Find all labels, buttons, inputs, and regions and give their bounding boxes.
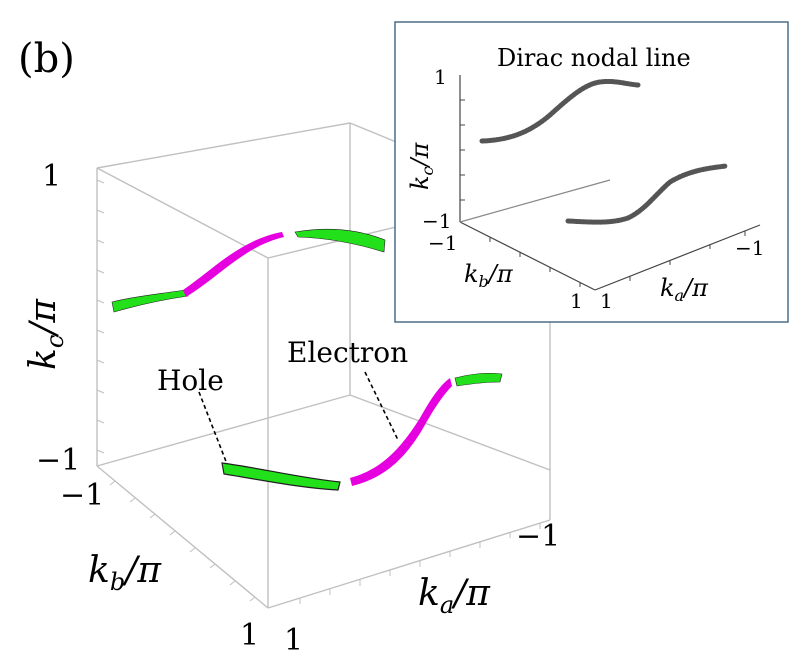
inset-kb-axis: [459, 221, 596, 291]
ka-tick-far: −1: [516, 519, 560, 554]
inset-kb-tick-far: 1: [570, 289, 583, 313]
kb-ticks: [109, 480, 256, 602]
hole-annotation: Hole: [157, 364, 224, 397]
lower-nodal-band: [221, 372, 503, 491]
kb-tick-near: −1: [60, 478, 104, 513]
inset-kc-axis-label: kc/π: [406, 141, 437, 190]
box-edge: [96, 394, 351, 467]
inset-kc-tick-bottom: −1: [422, 209, 451, 233]
inset-kb-axis-label: kb/π: [464, 260, 514, 291]
inset-ka-tick-near: 1: [600, 289, 613, 313]
svg-text:kc/π: kc/π: [23, 298, 69, 370]
kc-ticks: [96, 179, 105, 454]
inset-ka-axis: [594, 224, 761, 291]
lower-band-green-right: [454, 372, 503, 387]
kb-tick-far: 1: [240, 618, 259, 653]
main-3d-box: [96, 122, 551, 609]
lower-band-magenta-electron: [350, 378, 452, 486]
ka-ticks: [299, 523, 541, 604]
box-edge: [96, 122, 351, 169]
lower-band-green-hole: [221, 462, 341, 491]
inset-ka-axis-label: ka/π: [660, 274, 709, 305]
electron-annotation: Electron: [287, 336, 408, 369]
upper-band-magenta: [183, 232, 284, 297]
inset-title: Dirac nodal line: [497, 44, 691, 72]
kc-tick-bottom: −1: [36, 443, 80, 478]
box-edge: [96, 465, 269, 609]
inset-kb-tick-near: −1: [428, 231, 457, 255]
ka-axis-label: ka/π: [418, 573, 491, 619]
kc-tick-top: 1: [42, 159, 61, 194]
box-edge: [267, 225, 401, 259]
kb-axis-label: kb/π: [88, 550, 162, 596]
inset-nodal-line-upper: [479, 78, 641, 144]
electron-leader-line: [364, 371, 399, 441]
upper-band-green-left: [111, 289, 189, 313]
box-edge: [96, 167, 269, 259]
kc-axis-label: kc/π: [23, 298, 69, 370]
ka-tick-near: 1: [284, 623, 303, 658]
inset-kc-tick-top: 1: [434, 65, 447, 89]
box-edge: [267, 519, 551, 609]
svg-text:kc/π: kc/π: [406, 141, 437, 190]
inset-plot: Dirac nodal line 1 −1 −1 1 1 −1: [394, 21, 789, 323]
inset-ka-tick-far: −1: [735, 236, 764, 260]
inset-nodal-line-lower: [565, 163, 729, 225]
box-edge: [349, 394, 551, 471]
inset-back-edge: [459, 179, 611, 223]
upper-band-green-right: [294, 228, 386, 253]
upper-nodal-band: [111, 228, 386, 313]
inset-ticks: [460, 99, 746, 287]
hole-leader-line: [198, 391, 228, 465]
panel-label: (b): [18, 36, 75, 82]
